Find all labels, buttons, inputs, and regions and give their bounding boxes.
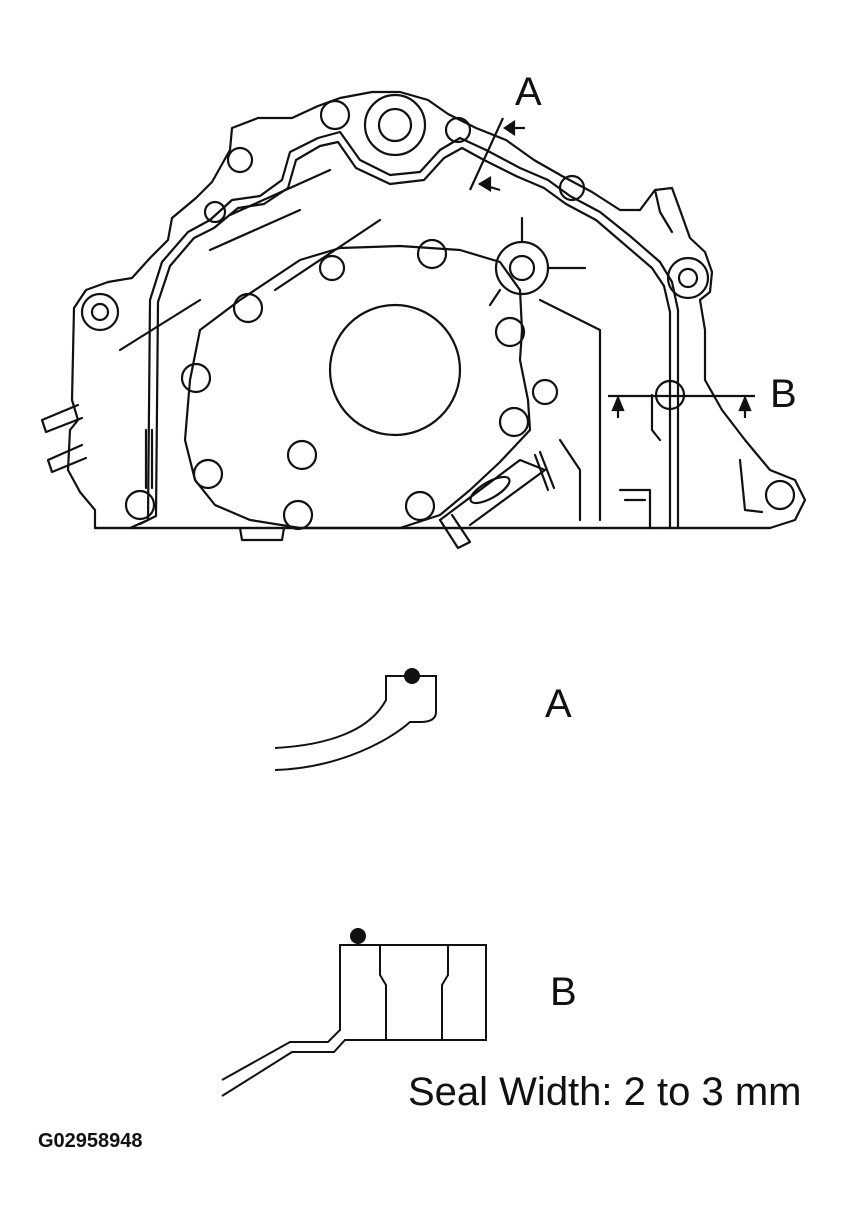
section-line-b: [608, 394, 755, 418]
detail-a-section: [274, 675, 437, 771]
detail-label-b: B: [550, 970, 577, 1014]
section-line-a: [469, 117, 525, 192]
figure-id: G02958948: [38, 1130, 143, 1152]
section-label-b: B: [770, 372, 797, 416]
seal-line-outer: [128, 130, 680, 530]
seal-width-note: Seal Width: 2 to 3 mm: [408, 1070, 802, 1114]
crankshaft-bore: [328, 303, 462, 437]
detail-b-section: [221, 944, 487, 1097]
seal-bead-a: [404, 668, 420, 684]
pump-body: [183, 244, 532, 530]
detail-label-a: A: [545, 682, 572, 726]
housing-outline: [66, 90, 807, 530]
section-label-a: A: [515, 70, 542, 114]
seal-bead-b: [350, 928, 366, 944]
seal-line-inner: [138, 140, 672, 530]
